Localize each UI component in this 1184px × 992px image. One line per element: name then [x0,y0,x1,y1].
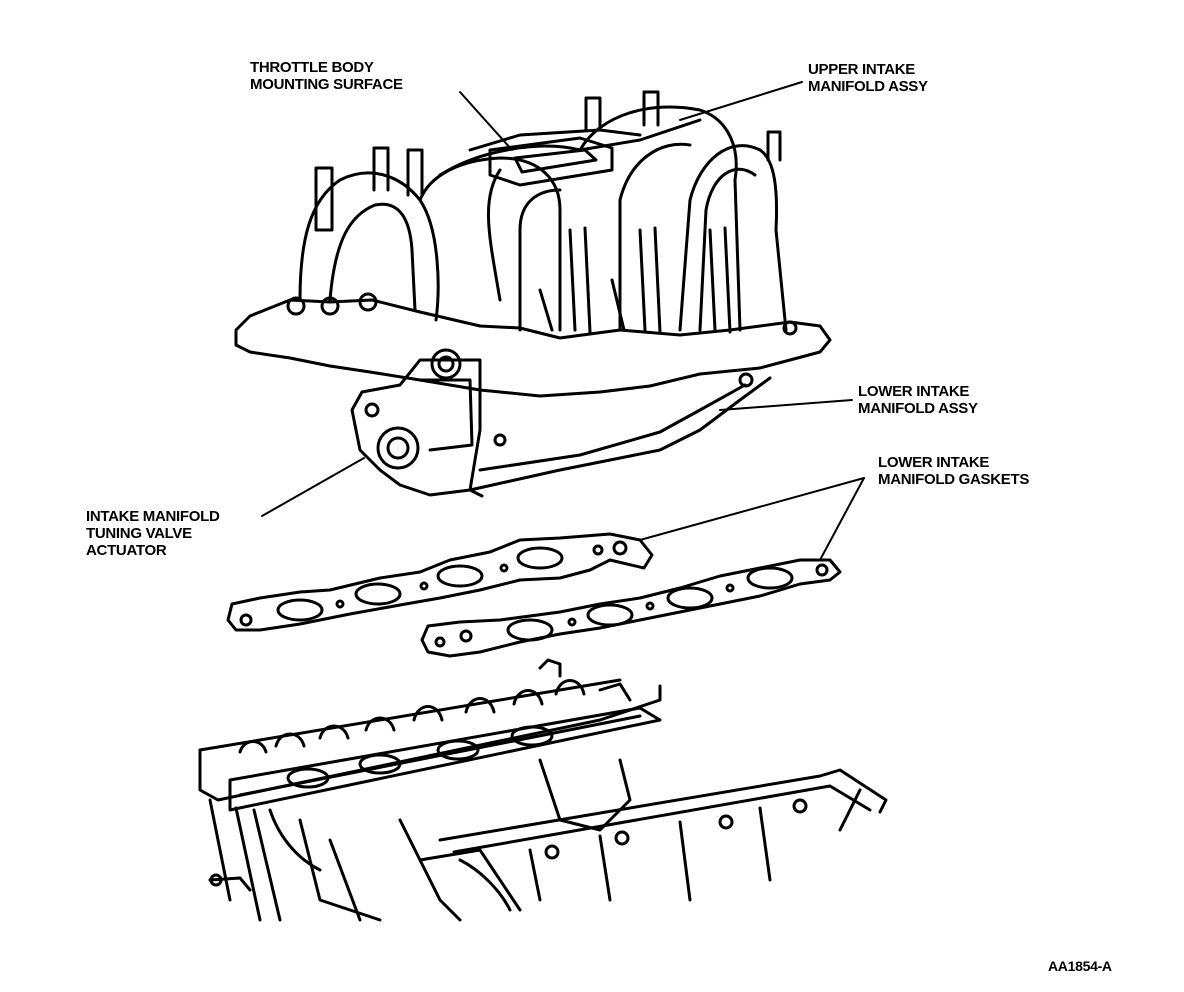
figure-code: AA1854-A [1048,958,1112,974]
label-line: ACTUATOR [86,542,167,559]
label-line: LOWER INTAKE [858,383,970,400]
label-lower-intake-manifold: LOWER INTAKE MANIFOLD ASSY [858,383,978,417]
label-line: MANIFOLD ASSY [858,400,978,417]
label-line: MANIFOLD ASSY [808,78,928,95]
leader-gasket-right [819,477,865,561]
label-line: MANIFOLD GASKETS [878,471,1030,488]
lower-intake-gasket-left [226,532,654,632]
label-line: UPPER INTAKE [808,61,915,78]
leader-lines [261,81,865,561]
label-line: THROTTLE BODY [250,59,374,76]
upper-intake-manifold [234,90,832,398]
lower-intake-gasket-right [420,558,842,658]
label-line: TUNING VALVE [86,525,192,542]
leader-lower-intake [719,399,853,411]
leader-upper-intake [679,81,803,121]
label-lower-intake-gaskets: LOWER INTAKE MANIFOLD GASKETS [878,454,1029,488]
leader-throttle-body [459,91,513,151]
leader-gasket-left [639,477,865,541]
label-throttle-body-mounting-surface: THROTTLE BODY MOUNTING SURFACE [250,59,403,93]
lower-intake-manifold [350,348,772,498]
label-line: INTAKE MANIFOLD [86,508,220,525]
leader-actuator [261,457,365,517]
engine-block [198,658,888,922]
label-upper-intake-manifold: UPPER INTAKE MANIFOLD ASSY [808,61,928,95]
label-line: LOWER INTAKE [878,454,990,471]
label-tuning-valve-actuator: INTAKE MANIFOLD TUNING VALVE ACTUATOR [86,508,220,559]
label-line: MOUNTING SURFACE [250,76,403,93]
